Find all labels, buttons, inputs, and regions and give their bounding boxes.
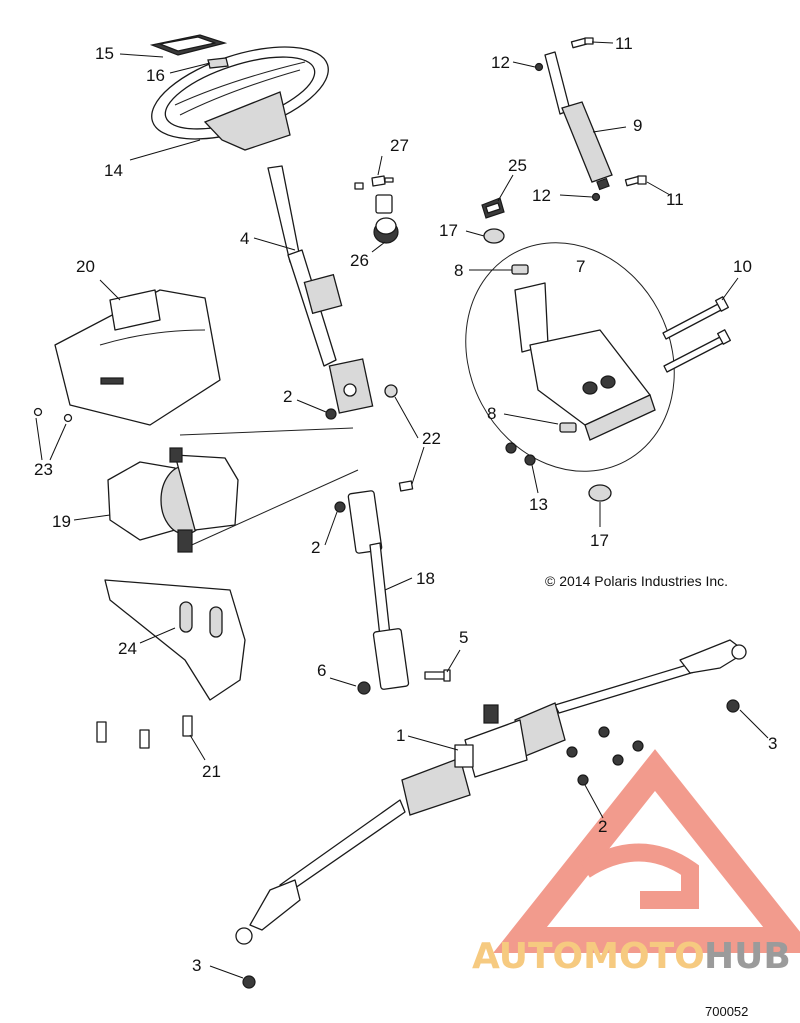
steering-wheel (151, 46, 329, 151)
leader-lines (35, 41, 769, 979)
document-number: 700052 (705, 1004, 748, 1019)
nut-2-a (325, 408, 337, 420)
column-cover (54, 289, 221, 426)
bolt-11-lower (624, 175, 647, 187)
callout-13: 13 (529, 495, 548, 514)
nut-3-upper (726, 699, 740, 713)
screw-23-b (63, 413, 73, 423)
steering-wheel-cap (149, 34, 228, 56)
callout-15: 15 (95, 44, 114, 63)
bolt-22 (384, 384, 414, 492)
copyright-notice: © 2014 Polaris Industries Inc. (545, 573, 728, 589)
callout-19: 19 (52, 512, 71, 531)
callout-10: 10 (733, 257, 752, 276)
callout-6: 6 (317, 661, 326, 680)
nut-13-a (505, 442, 517, 454)
callout-2-a: 2 (283, 387, 292, 406)
callout-22: 22 (422, 429, 441, 448)
nut-12-upper (534, 62, 544, 72)
bolt-5 (424, 669, 451, 682)
nut-3-lower (242, 975, 256, 989)
callout-11-a: 11 (615, 34, 633, 53)
callout-7: 7 (576, 257, 585, 276)
rack-mount-nuts (566, 726, 644, 766)
callout-27: 27 (390, 136, 409, 155)
lower-steering-shaft (347, 490, 410, 690)
bushing-17-upper (483, 228, 505, 244)
bolt-27 (354, 175, 394, 190)
callout-labels: 1 2 2 2 3 3 4 5 6 7 8 8 9 10 11 11 12 12… (34, 34, 777, 975)
callout-12-a: 12 (491, 53, 510, 72)
cap-insert (207, 57, 229, 69)
callout-18: 18 (416, 569, 435, 588)
callout-26: 26 (350, 251, 369, 270)
nut-12-lower (591, 192, 601, 202)
watermark-text-right: HUB (704, 936, 791, 977)
callout-3-a: 3 (768, 734, 777, 753)
screw-23-a (33, 407, 43, 417)
tilt-knob (373, 194, 399, 244)
callout-17-a: 17 (439, 221, 458, 240)
callout-17-b: 17 (590, 531, 609, 550)
bolts-21 (96, 715, 193, 749)
bolt-11-upper (570, 37, 594, 49)
callout-14: 14 (104, 161, 123, 180)
callout-9: 9 (633, 116, 642, 135)
reference-line-upper (179, 427, 354, 436)
watermark-text-left: AUTOMOTO (472, 936, 705, 977)
watermark-logo: AUTOMOTO HUB (472, 749, 800, 977)
callout-8-b: 8 (487, 404, 496, 423)
upper-steering-shaft (267, 165, 374, 414)
callout-1: 1 (396, 726, 405, 745)
steering-rack (235, 639, 747, 945)
bolts-10 (662, 296, 731, 373)
callout-12-b: 12 (532, 186, 551, 205)
callout-24: 24 (118, 639, 137, 658)
nut-2-b (334, 501, 346, 513)
callout-2-b: 2 (311, 538, 320, 557)
mounting-bracket (104, 579, 246, 701)
callout-25: 25 (508, 156, 527, 175)
tilt-cylinder (544, 51, 613, 191)
bushing-17-lower (588, 484, 612, 502)
callout-21: 21 (202, 762, 221, 781)
callout-23: 23 (34, 460, 53, 479)
nut-2-c (577, 774, 589, 786)
callout-5: 5 (459, 628, 468, 647)
callout-4: 4 (240, 229, 249, 248)
callout-2-c: 2 (598, 817, 607, 836)
callout-11-b: 11 (666, 190, 684, 209)
column-bracket (465, 242, 675, 472)
callout-3-b: 3 (192, 956, 201, 975)
callout-20: 20 (76, 257, 95, 276)
callout-8-a: 8 (454, 261, 463, 280)
callout-16: 16 (146, 66, 165, 85)
clip-25 (481, 197, 505, 219)
nut-13-b (524, 454, 536, 466)
nut-6 (357, 681, 371, 695)
pad-8-upper (511, 264, 529, 275)
power-steering-unit (107, 447, 239, 553)
reference-line-lower (184, 469, 359, 549)
pad-8-lower (559, 422, 577, 433)
